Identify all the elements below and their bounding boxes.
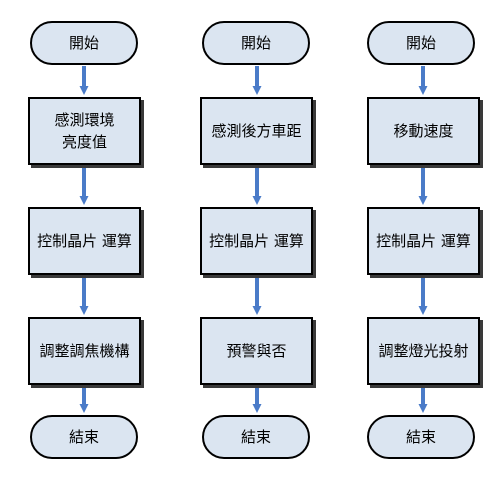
process-label-warning-decision: 預警與否: [226, 342, 287, 360]
end-terminal-2: 結束: [202, 415, 310, 459]
process-warning-decision: 預警與否: [200, 317, 313, 385]
start-label-2: 開始: [240, 34, 271, 52]
process-movement-speed: 移動速度: [367, 97, 480, 165]
end-terminal-3: 結束: [367, 415, 475, 459]
process-adjust-focus-mechanism: 調整調焦機構: [28, 317, 141, 385]
end-terminal-1: 結束: [30, 415, 138, 459]
end-label-1: 結束: [68, 428, 99, 446]
process-label-movement-speed: 移動速度: [393, 122, 454, 140]
start-label-3: 開始: [405, 34, 436, 52]
process-label-sense-rear-distance: 感測後方車距: [211, 122, 302, 140]
process-control-chip-1: 控制晶片 運算: [28, 207, 141, 275]
process-control-chip-2: 控制晶片 運算: [200, 207, 313, 275]
start-label-1: 開始: [68, 34, 99, 52]
process-adjust-light-projection: 調整燈光投射: [367, 317, 480, 385]
end-label-2: 結束: [240, 428, 271, 446]
process-control-chip-3: 控制晶片 運算: [367, 207, 480, 275]
process-label-control-chip-1: 控制晶片 運算: [37, 232, 132, 250]
start-terminal-1: 開始: [30, 21, 138, 65]
process-label-control-chip-2: 控制晶片 運算: [209, 232, 304, 250]
process-label-adjust-focus-mechanism: 調整調焦機構: [39, 342, 130, 360]
end-label-3: 結束: [405, 428, 436, 446]
process-label-control-chip-3: 控制晶片 運算: [376, 232, 471, 250]
process-sense-ambient-brightness: 感測環境 亮度值: [28, 97, 141, 165]
start-terminal-2: 開始: [202, 21, 310, 65]
start-terminal-3: 開始: [367, 21, 475, 65]
process-label-sense-ambient-brightness: 感測環境 亮度值: [54, 111, 115, 151]
process-label-adjust-light-projection: 調整燈光投射: [378, 342, 469, 360]
process-sense-rear-distance: 感測後方車距: [200, 97, 313, 165]
